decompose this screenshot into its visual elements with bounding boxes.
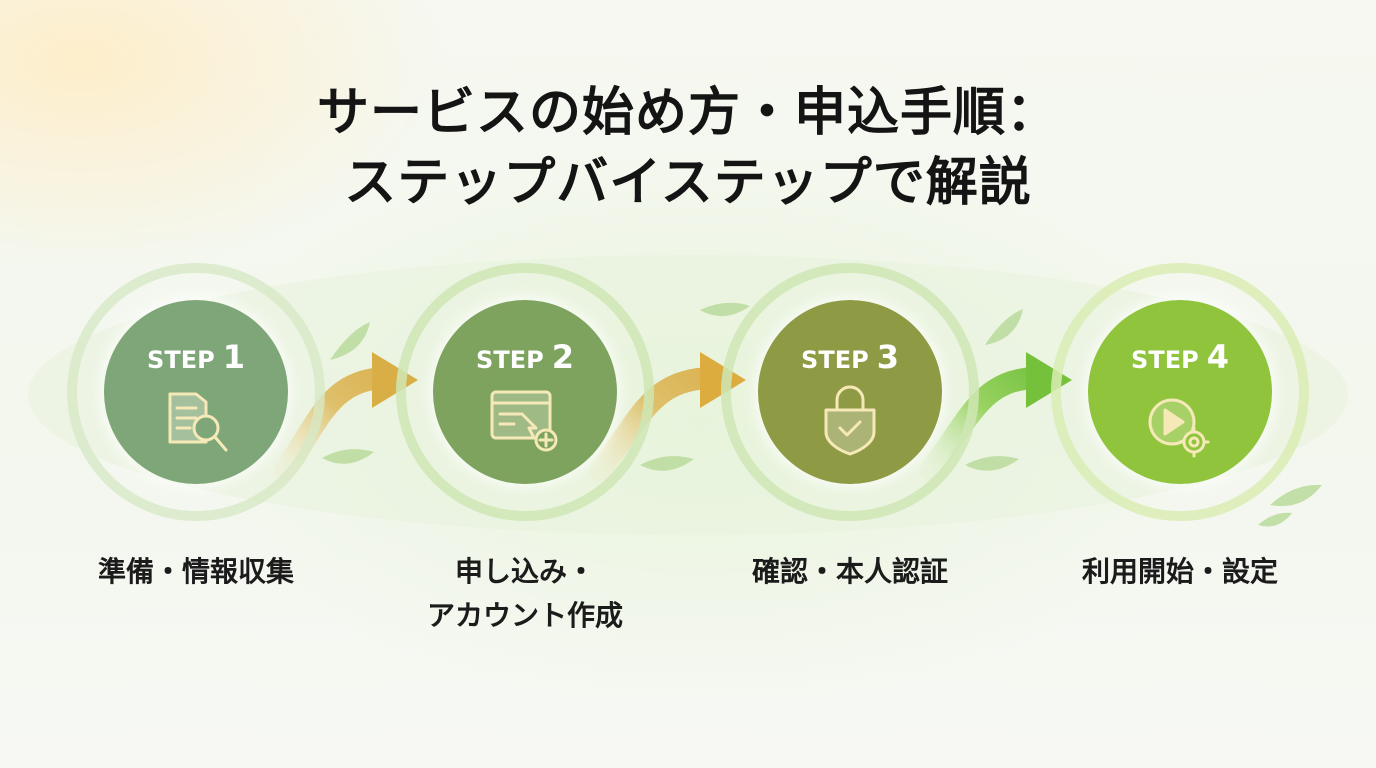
browser-cursor-add-icon	[490, 390, 558, 452]
title-line-2: ステップバイステップで解説	[344, 153, 1032, 213]
title-line-1: サービスの始め方・申込手順：	[316, 83, 1059, 143]
step-2-caption: 申し込み・ アカウント作成	[385, 550, 665, 638]
step-2-outer-ring	[396, 263, 654, 521]
document-search-icon	[168, 392, 228, 452]
step-3-caption: 確認・本人認証	[710, 550, 990, 594]
padlock-check-icon	[824, 385, 876, 456]
step-3-caption-line-1: 確認・本人認証	[751, 555, 948, 588]
step-1-outer-ring	[67, 263, 325, 521]
step-3-outer-ring	[721, 263, 979, 521]
play-gear-icon	[1148, 398, 1210, 458]
step-2-caption-line-1: 申し込み・	[454, 555, 595, 588]
page-title: サービスの始め方・申込手順： ステップバイステップで解説	[0, 78, 1376, 218]
step-2-caption-line-2: アカウント作成	[426, 599, 623, 632]
step-4-caption-line-1: 利用開始・設定	[1081, 555, 1278, 588]
step-4-caption: 利用開始・設定	[1040, 550, 1320, 594]
step-1-circle	[104, 300, 288, 484]
step-4-outer-ring	[1051, 263, 1309, 521]
step-1-caption-line-1: 準備・情報収集	[97, 555, 294, 588]
arrow-1-to-2	[274, 352, 418, 481]
step-3-circle	[758, 300, 942, 484]
step-1-caption: 準備・情報収集	[56, 550, 336, 594]
background-glow	[28, 255, 1348, 535]
decorative-leaves	[322, 302, 1322, 527]
step-4-circle	[1088, 300, 1272, 484]
